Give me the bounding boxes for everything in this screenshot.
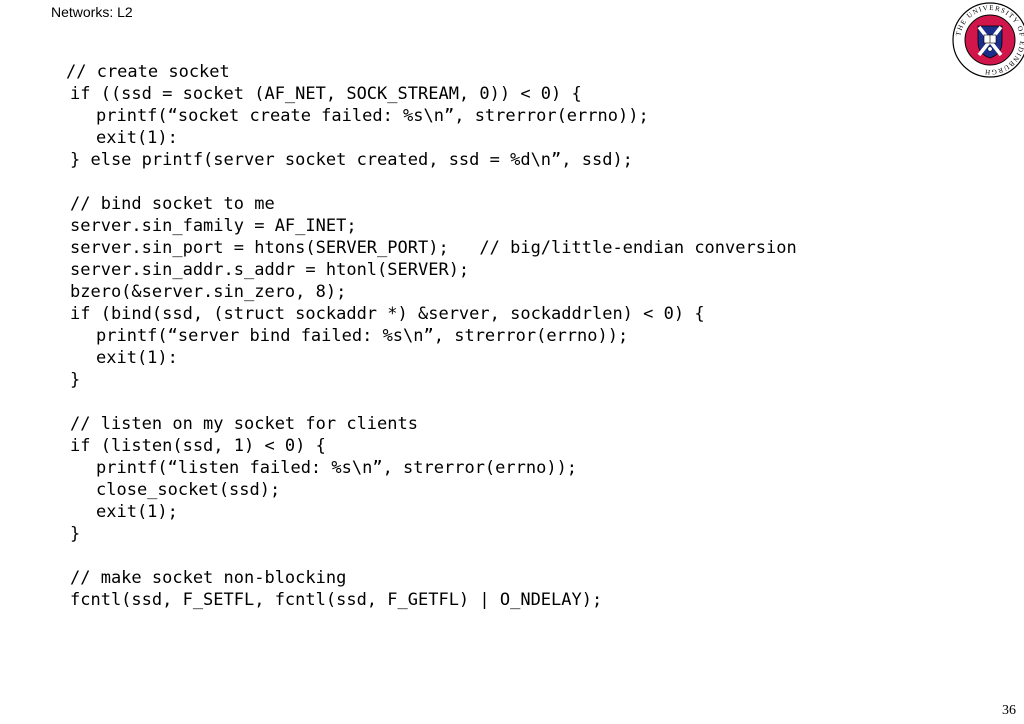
code-line: exit(1): [96, 348, 178, 368]
code-line: // listen on my socket for clients [70, 414, 418, 434]
slide-header-title: Networks: L2 [51, 4, 133, 20]
code-line: printf(“socket create failed: %s\n”, str… [96, 106, 649, 126]
code-line: bzero(&server.sin_zero, 8); [70, 282, 347, 302]
code-line: // make socket non-blocking [70, 568, 347, 588]
code-line: if ((ssd = socket (AF_NET, SOCK_STREAM, … [70, 84, 582, 104]
code-line: exit(1): [96, 128, 178, 148]
code-line: // create socket [66, 62, 230, 82]
code-line: server.sin_port = htons(SERVER_PORT); //… [70, 238, 797, 258]
code-line: if (listen(ssd, 1) < 0) { [70, 436, 326, 456]
code-line: close_socket(ssd); [96, 480, 281, 500]
code-line: server.sin_addr.s_addr = htonl(SERVER); [70, 260, 470, 280]
code-line: server.sin_family = AF_INET; [70, 216, 357, 236]
code-line [66, 545, 797, 567]
code-line: exit(1); [96, 502, 178, 522]
code-line: printf(“server bind failed: %s\n”, strer… [96, 326, 629, 346]
code-line: printf(“listen failed: %s\n”, strerror(e… [96, 458, 578, 478]
university-seal-logo: THE UNIVERSITY OF EDINBURGH [952, 2, 1024, 78]
code-line: } [70, 370, 81, 390]
page-number: 36 [1002, 703, 1016, 718]
code-line [66, 171, 797, 193]
code-line: fcntl(ssd, F_SETFL, fcntl(ssd, F_GETFL) … [70, 590, 603, 610]
code-line: // bind socket to me [70, 194, 275, 214]
code-line: } [70, 524, 81, 544]
code-line [66, 391, 797, 413]
code-line: if (bind(ssd, (struct sockaddr *) &serve… [70, 304, 705, 324]
code-line: } else printf(server socket created, ssd… [70, 150, 633, 170]
